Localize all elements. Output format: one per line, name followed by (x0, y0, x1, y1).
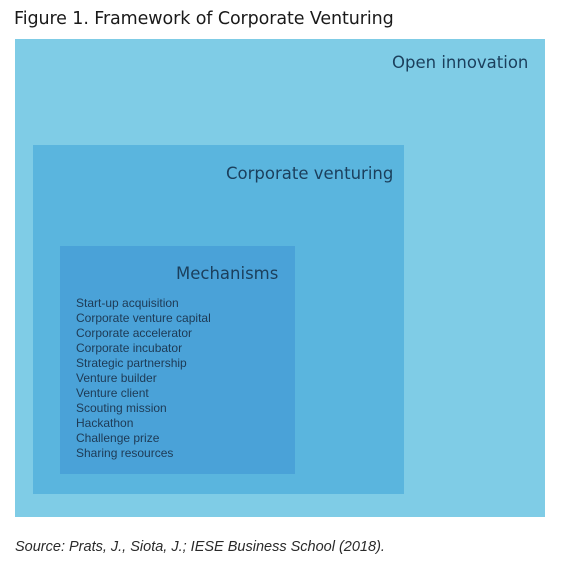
mechanisms-box (60, 246, 295, 474)
open-innovation-label: Open innovation (392, 53, 529, 72)
mechanism-item: Venture client (76, 386, 149, 400)
mechanism-item: Start-up acquisition (76, 296, 179, 310)
figure-source: Source: Prats, J., Siota, J.; IESE Busin… (15, 539, 385, 555)
mechanisms-list: Start-up acquisition Corporate venture c… (76, 296, 211, 461)
figure-title: Figure 1. Framework of Corporate Venturi… (14, 9, 394, 29)
corporate-venturing-label: Corporate venturing (226, 164, 394, 183)
mechanism-item: Sharing resources (76, 446, 174, 460)
mechanism-item: Strategic partnership (76, 356, 187, 370)
mechanisms-label: Mechanisms (176, 264, 279, 283)
mechanism-item: Corporate incubator (76, 341, 183, 355)
mechanism-item: Corporate accelerator (76, 326, 193, 340)
mechanism-item: Corporate venture capital (76, 311, 211, 325)
mechanism-item: Challenge prize (76, 431, 160, 445)
mechanism-item: Hackathon (76, 416, 134, 430)
mechanism-item: Venture builder (76, 371, 157, 385)
mechanism-item: Scouting mission (76, 401, 167, 415)
